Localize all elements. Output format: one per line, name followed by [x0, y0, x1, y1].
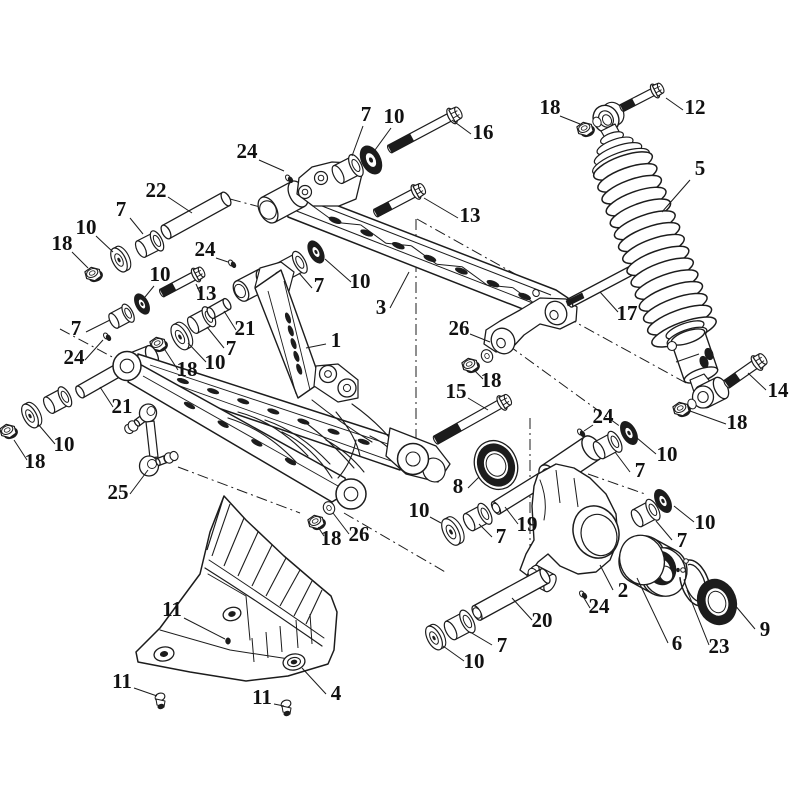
svg-text:10: 10 — [695, 510, 716, 534]
svg-text:7: 7 — [71, 316, 82, 340]
svg-text:6: 6 — [672, 631, 683, 655]
svg-text:3: 3 — [376, 295, 387, 319]
svg-text:1: 1 — [331, 328, 342, 352]
svg-text:22: 22 — [146, 178, 167, 202]
svg-text:7: 7 — [361, 102, 372, 126]
svg-text:23: 23 — [709, 634, 730, 658]
svg-text:9: 9 — [760, 617, 771, 641]
svg-text:7: 7 — [116, 197, 127, 221]
svg-text:2: 2 — [618, 578, 629, 602]
svg-text:18: 18 — [540, 95, 561, 119]
svg-text:10: 10 — [409, 498, 430, 522]
svg-text:26: 26 — [449, 316, 470, 340]
svg-text:12: 12 — [685, 95, 706, 119]
svg-text:20: 20 — [532, 608, 553, 632]
svg-text:18: 18 — [177, 357, 198, 381]
svg-text:24: 24 — [589, 594, 611, 618]
svg-text:24: 24 — [195, 237, 217, 261]
svg-text:10: 10 — [657, 442, 678, 466]
svg-text:18: 18 — [25, 449, 46, 473]
svg-text:18: 18 — [481, 368, 502, 392]
svg-text:21: 21 — [235, 316, 256, 340]
svg-text:7: 7 — [226, 336, 237, 360]
svg-text:10: 10 — [150, 262, 171, 286]
svg-text:13: 13 — [196, 281, 217, 305]
svg-text:18: 18 — [52, 231, 73, 255]
svg-text:24: 24 — [593, 404, 615, 428]
svg-text:26: 26 — [349, 522, 370, 546]
svg-text:10: 10 — [205, 350, 226, 374]
svg-text:11: 11 — [252, 685, 272, 709]
svg-text:13: 13 — [460, 203, 481, 227]
svg-text:4: 4 — [331, 681, 342, 705]
svg-text:7: 7 — [635, 458, 646, 482]
svg-text:19: 19 — [517, 512, 538, 536]
svg-text:15: 15 — [446, 379, 467, 403]
svg-text:11: 11 — [162, 597, 182, 621]
svg-text:11: 11 — [112, 669, 132, 693]
svg-text:7: 7 — [314, 273, 325, 297]
svg-text:24: 24 — [64, 345, 86, 369]
svg-text:10: 10 — [54, 432, 75, 456]
svg-text:24: 24 — [237, 139, 259, 163]
svg-text:25: 25 — [108, 480, 129, 504]
svg-text:10: 10 — [76, 215, 97, 239]
svg-text:7: 7 — [496, 524, 507, 548]
svg-text:10: 10 — [350, 269, 371, 293]
svg-text:7: 7 — [677, 528, 688, 552]
svg-text:16: 16 — [473, 120, 494, 144]
svg-text:5: 5 — [695, 156, 706, 180]
svg-text:21: 21 — [112, 394, 133, 418]
svg-text:18: 18 — [321, 526, 342, 550]
svg-text:10: 10 — [464, 649, 485, 673]
svg-text:18: 18 — [727, 410, 748, 434]
svg-text:8: 8 — [453, 474, 464, 498]
svg-text:10: 10 — [384, 104, 405, 128]
svg-text:7: 7 — [497, 633, 508, 657]
svg-text:14: 14 — [768, 378, 790, 402]
svg-text:17: 17 — [617, 301, 638, 325]
